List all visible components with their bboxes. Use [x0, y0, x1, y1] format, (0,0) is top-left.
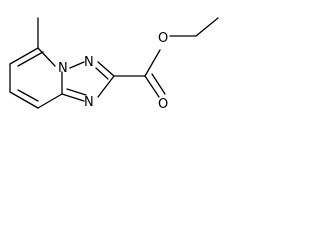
- bond: [195, 17, 219, 37]
- bond: [151, 73, 166, 95]
- bond: [97, 61, 115, 77]
- bond: [144, 75, 160, 98]
- bond: [69, 61, 85, 69]
- atom-label-n-lower: N: [84, 95, 94, 110]
- bond: [17, 89, 39, 102]
- pyridine-ring: [9, 47, 63, 109]
- bond: [61, 93, 85, 102]
- atom-label-o-carbonyl: O: [158, 97, 168, 112]
- bond: [9, 91, 39, 109]
- ester-group: [113, 17, 219, 98]
- atom-label-o-ether: O: [158, 31, 168, 46]
- bond: [144, 49, 161, 77]
- bond: [95, 67, 109, 80]
- bond: [17, 51, 44, 67]
- bond: [9, 47, 39, 65]
- bond: [37, 47, 56, 67]
- atom-label-n-bridgehead: N: [58, 61, 68, 76]
- triazole-ring: [61, 61, 115, 102]
- chemical-structure-diagram: N N N O O: [9, 17, 219, 112]
- bond: [97, 75, 115, 98]
- bond: [37, 93, 63, 109]
- bond: [66, 88, 87, 96]
- atom-label-n-upper: N: [84, 55, 94, 70]
